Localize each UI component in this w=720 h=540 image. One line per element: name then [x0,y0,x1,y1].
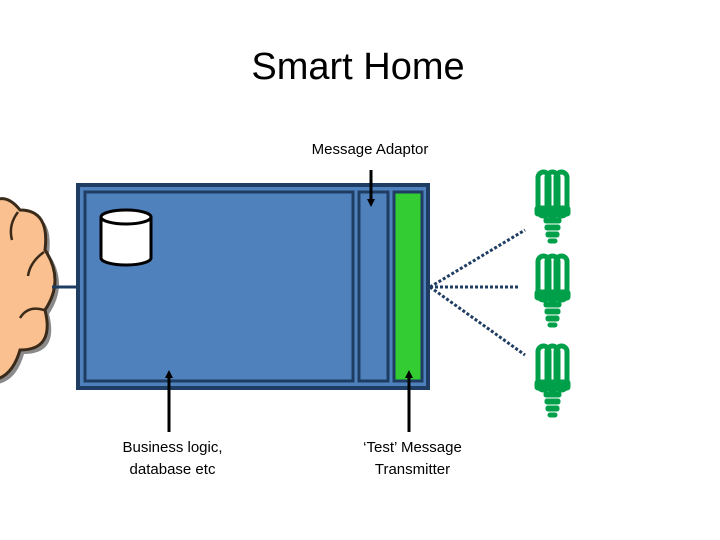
wireless-links [429,228,526,357]
test-transmitter-label-line2: Transmitter [374,461,451,478]
business-logic-label-line1: Business logic, [122,439,223,456]
test-transmitter-label-line1: ‘Test’ Message [363,439,462,456]
light-bulb-icon [535,172,570,243]
business-logic-label-line2: database etc [129,461,216,478]
system-box [76,183,430,390]
light-bulb-icon [535,346,570,417]
cloud-icon [0,197,59,384]
test-transmitter-label: ‘Test’ Message Transmitter [335,437,490,481]
wireless-link-top [429,228,526,289]
test-transmitter-panel [392,190,424,383]
slide-title: Smart Home [251,46,465,88]
wireless-link-bottom [429,285,526,357]
database-icon [99,208,153,267]
business-logic-label: Business logic, database etc [100,437,245,481]
light-bulb-icon [535,256,570,327]
message-adaptor-panel [357,190,390,383]
message-adaptor-label: Message Adaptor [311,141,429,158]
